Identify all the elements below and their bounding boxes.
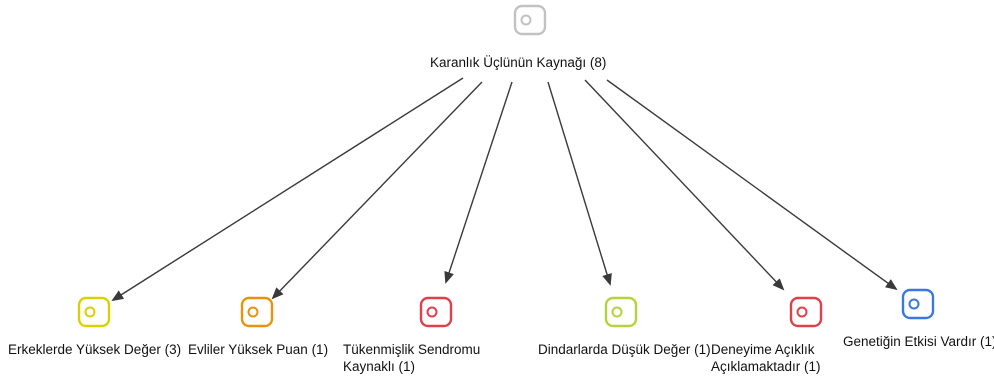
child-genetigin-document-node-icon[interactable]	[901, 288, 935, 320]
child-node-label-erkeklerde[interactable]: Erkeklerde Yüksek Değer (3)	[8, 342, 182, 357]
child-evliler-document-node-icon[interactable]	[240, 296, 274, 328]
child-node-label-dindarlarda[interactable]: Dindarlarda Düşük Değer (1)	[538, 342, 711, 357]
edge-arrow	[111, 77, 464, 302]
child-node-label-evliler[interactable]: Evliler Yüksek Puan (1)	[188, 342, 329, 357]
child-node-label-genetigin[interactable]: Genetiğin Etkisi Vardır (1)	[843, 334, 994, 349]
edge-arrow	[606, 79, 898, 291]
child-tukenmislik-document-node-icon[interactable]	[419, 296, 453, 328]
root-node-label[interactable]: Karanlık Üçlünün Kaynağı (8)	[430, 55, 607, 70]
edge-arrow	[444, 81, 513, 284]
edge-arrow	[547, 81, 612, 286]
child-node-label-tukenmislik[interactable]: Tükenmişlik Sendromu Kaynaklı (1)	[343, 342, 481, 374]
child-erkeklerde-document-node-icon[interactable]	[77, 296, 111, 328]
root-document-node-icon[interactable]	[513, 4, 547, 36]
edge-arrow	[584, 79, 785, 291]
child-deneyime-document-node-icon[interactable]	[789, 296, 823, 328]
edge-arrow	[271, 81, 483, 300]
child-dindarlarda-document-node-icon[interactable]	[604, 296, 638, 328]
child-node-label-deneyime[interactable]: Deneyime Açıklık Açıklamaktadır (1)	[711, 342, 821, 374]
